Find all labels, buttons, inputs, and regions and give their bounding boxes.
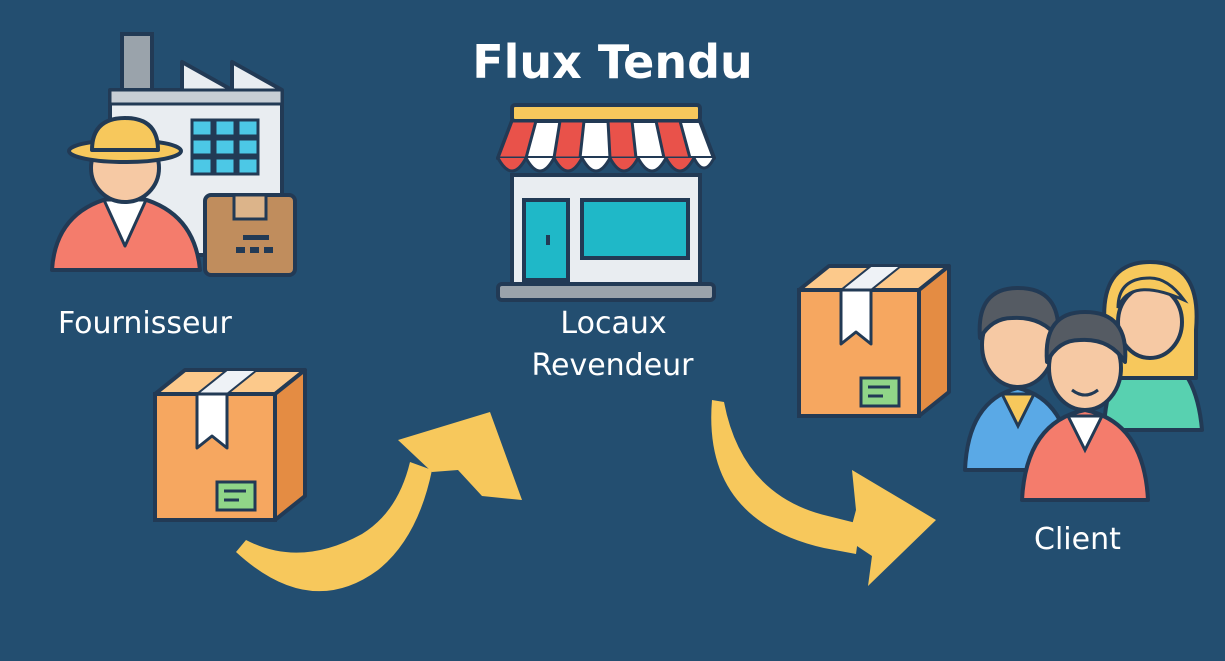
customers-group-icon <box>963 260 1204 502</box>
factory-worker-icon <box>50 32 297 277</box>
shop-icon <box>495 103 716 302</box>
retailer-label-line1: Locaux <box>560 306 667 341</box>
flow-arrow-left <box>236 412 522 592</box>
client-label: Client <box>1034 522 1121 557</box>
diagram-title: Flux Tendu <box>472 35 753 89</box>
parcel-box-left <box>153 368 307 522</box>
supplier-label: Fournisseur <box>58 306 232 341</box>
retailer-label-line2: Revendeur <box>531 348 694 383</box>
flow-arrow-right <box>711 400 936 586</box>
